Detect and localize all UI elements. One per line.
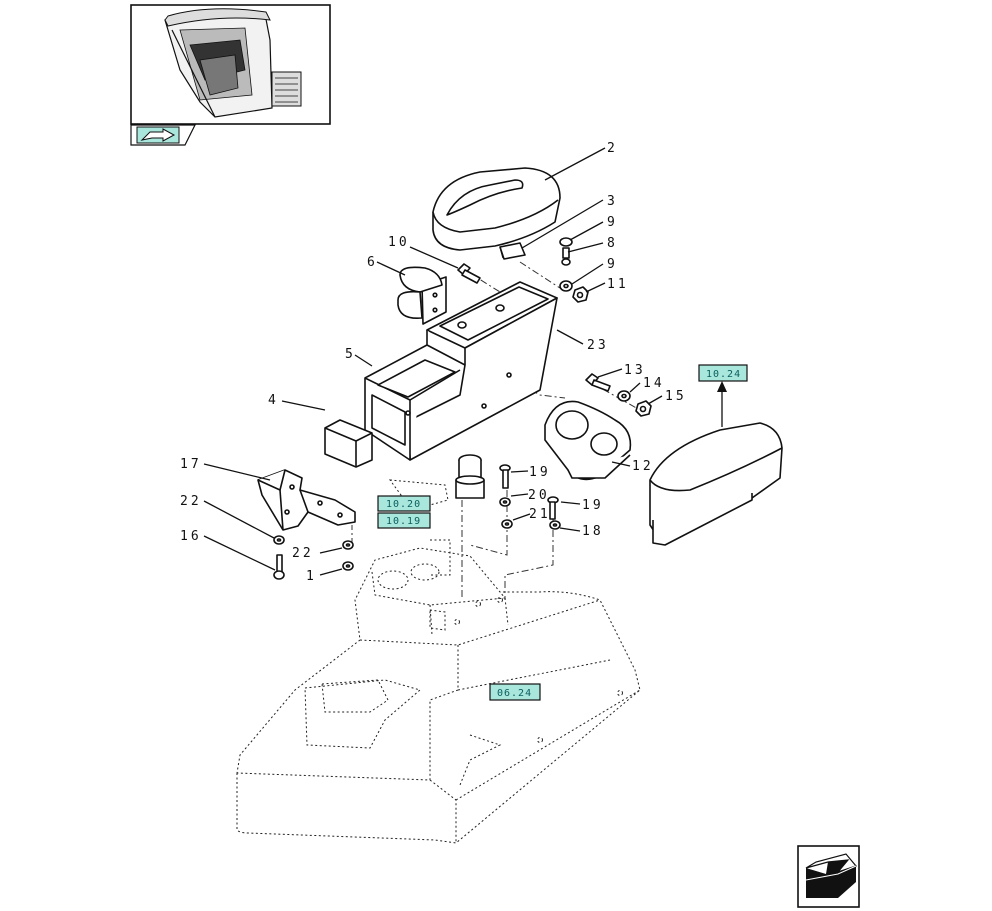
callout-6: 6 <box>367 255 378 270</box>
callout-10: 10 <box>388 235 410 250</box>
callout-15: 15 <box>665 389 687 404</box>
callout-11: 11 <box>607 277 629 292</box>
callout-4: 4 <box>268 393 279 408</box>
base-console <box>236 479 641 844</box>
callout-2: 2 <box>607 141 618 156</box>
svg-text:06.24: 06.24 <box>497 688 532 699</box>
back-tab[interactable] <box>130 124 196 146</box>
arrow-to-ref <box>717 381 727 427</box>
bracket-part[interactable] <box>499 242 526 260</box>
support-bracket-17[interactable] <box>257 469 356 531</box>
next-page-arrow-icon <box>806 860 856 898</box>
bolt-10[interactable] <box>457 263 481 284</box>
washer-9-top[interactable] <box>559 237 573 247</box>
callout-5: 5 <box>345 347 356 362</box>
callout-16: 16 <box>180 529 202 544</box>
washer-14[interactable] <box>617 390 631 402</box>
svg-text:10.20: 10.20 <box>386 499 421 510</box>
callout-21: 21 <box>529 507 551 522</box>
svg-text:10.19: 10.19 <box>386 516 421 527</box>
washer-21[interactable] <box>501 519 513 529</box>
washer-18[interactable] <box>549 520 561 530</box>
callout-19a: 19 <box>529 465 551 480</box>
mounting-bracket-12[interactable] <box>544 400 632 481</box>
callout-23: 23 <box>587 338 609 353</box>
washer-9-bottom[interactable] <box>559 280 573 292</box>
callout-3: 3 <box>607 194 618 209</box>
callout-9b: 9 <box>607 257 618 272</box>
control-knob[interactable] <box>455 454 485 499</box>
nut-1[interactable] <box>342 561 354 571</box>
next-page-button[interactable] <box>797 845 860 908</box>
washer-22-left[interactable] <box>273 535 285 545</box>
ref-10-20[interactable]: 10.20 <box>377 495 431 512</box>
nut-11[interactable] <box>572 286 589 303</box>
ref-10-19[interactable]: 10.19 <box>377 512 431 529</box>
callout-17: 17 <box>180 457 202 472</box>
svg-text:10.24: 10.24 <box>706 369 741 380</box>
leader-lines <box>203 147 663 576</box>
washer-22-right[interactable] <box>342 540 354 550</box>
callout-18: 18 <box>582 524 604 539</box>
nut-15[interactable] <box>635 400 652 417</box>
callout-labels: 2 3 9 8 9 11 10 6 23 5 13 14 15 4 12 17 … <box>180 141 687 584</box>
callout-8: 8 <box>607 236 618 251</box>
callout-22a: 22 <box>180 494 202 509</box>
ref-10-24[interactable]: 10.24 <box>698 364 748 382</box>
ref-06-24[interactable]: 06.24 <box>489 683 541 701</box>
storage-tray[interactable] <box>324 419 373 468</box>
callout-19b: 19 <box>582 498 604 513</box>
screw-8[interactable] <box>561 247 571 266</box>
back-arrow-icon <box>140 128 176 142</box>
callout-9a: 9 <box>607 215 618 230</box>
bolt-16[interactable] <box>273 554 285 580</box>
washer-20[interactable] <box>499 497 511 507</box>
callout-14: 14 <box>643 376 665 391</box>
cab-thumbnail[interactable] <box>130 4 331 125</box>
callout-1: 1 <box>306 569 317 584</box>
armrest-assembly[interactable] <box>649 422 783 546</box>
callout-22b: 22 <box>292 546 314 561</box>
armrest-pad[interactable] <box>432 167 561 251</box>
callout-12: 12 <box>632 459 654 474</box>
cup-holder[interactable] <box>397 266 447 325</box>
screw-19-right[interactable] <box>547 496 559 520</box>
screw-19-left[interactable] <box>499 464 511 489</box>
callout-13: 13 <box>624 363 646 378</box>
callout-20: 20 <box>528 488 550 503</box>
bolt-13[interactable] <box>585 373 611 392</box>
armrest-console-box[interactable] <box>364 281 558 461</box>
